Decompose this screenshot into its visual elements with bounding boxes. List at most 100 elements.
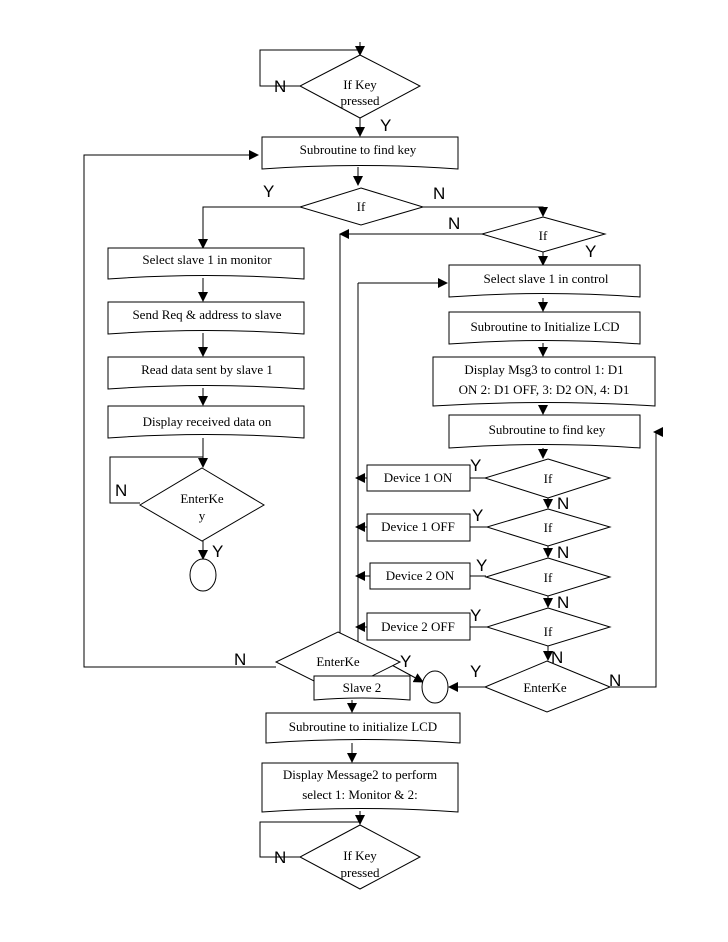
no-label: N	[448, 214, 460, 233]
process-box	[448, 311, 641, 345]
process-box	[432, 356, 656, 407]
connector-line	[198, 206, 300, 249]
decision-diamond	[485, 607, 612, 647]
process-text: Subroutine to find key	[489, 422, 606, 437]
decision-diamond	[480, 216, 607, 253]
yes-label: Y	[400, 652, 411, 671]
process-box	[448, 414, 641, 449]
top-decision: If Key pressed	[298, 54, 422, 119]
no-label: N	[274, 848, 286, 867]
process-text: select 1: Monitor & 2:	[302, 787, 418, 802]
process-box	[107, 405, 305, 439]
device-text: Device 2 OFF	[381, 619, 455, 634]
no-label: N	[433, 184, 445, 203]
device-box	[366, 612, 471, 641]
decision-text: EnterKe	[523, 680, 567, 695]
decision-text: If	[544, 624, 553, 639]
yes-label: Y	[470, 662, 481, 681]
yes-label: Y	[472, 506, 483, 525]
process-text: Subroutine to initialize LCD	[289, 719, 437, 734]
process-text: Display Msg3 to control 1: D1	[464, 362, 623, 377]
process-box	[107, 356, 305, 390]
decision-text: If	[544, 570, 553, 585]
no-label: N	[557, 494, 569, 513]
decision-text: If	[544, 520, 553, 535]
process-box	[313, 675, 411, 701]
connector-line	[259, 49, 360, 87]
device-box	[366, 464, 471, 492]
connector-line	[387, 662, 424, 683]
yes-label: Y	[470, 606, 481, 625]
process-text: Read data sent by slave 1	[141, 362, 273, 377]
no-label: N	[234, 650, 246, 669]
process-text: Select slave 1 in control	[484, 271, 609, 286]
device-text: Device 2 ON	[386, 568, 455, 583]
no-label: N	[609, 671, 621, 690]
process-box	[448, 264, 641, 298]
decision-diamond	[483, 458, 612, 499]
decision-diamond	[484, 557, 612, 597]
connector-line	[109, 456, 203, 504]
connector-circle	[421, 670, 449, 704]
yes-label: Y	[585, 242, 596, 261]
no-label: N	[274, 77, 286, 96]
process-box	[261, 762, 459, 813]
decision-diamond	[139, 467, 265, 542]
decision-text: y	[199, 508, 206, 523]
process-text: Display Message2 to perform	[283, 767, 437, 782]
no-label: N	[557, 543, 569, 562]
decision-text: EnterKe	[180, 491, 224, 506]
decision-text: If	[357, 199, 366, 214]
decision-text: If Key	[343, 848, 377, 863]
branch-labels: N Y Y N N Y N Y Y N Y N Y N Y N Y N N Y …	[115, 77, 621, 867]
yes-label: Y	[380, 116, 391, 135]
connector-line	[423, 206, 548, 217]
no-label: N	[115, 481, 127, 500]
process-box	[107, 301, 305, 335]
connector-line	[83, 150, 276, 668]
decision-diamond	[298, 187, 425, 226]
yes-label: Y	[212, 542, 223, 561]
process-text: Slave 2	[343, 680, 382, 695]
decision-diamond	[298, 54, 422, 119]
process-text: Select slave 1 in monitor	[142, 252, 272, 267]
process-box	[107, 247, 305, 280]
connectors	[83, 42, 663, 858]
yes-label: Y	[263, 182, 274, 201]
right-decision: If	[480, 216, 607, 253]
decision-diamond	[298, 824, 422, 890]
device-text: Device 1 OFF	[381, 519, 455, 534]
decision-diamond	[483, 660, 612, 713]
main-decision: If	[298, 187, 425, 226]
decision-diamond	[485, 508, 612, 547]
device-box	[366, 513, 471, 542]
process-text: Display received data on	[143, 414, 272, 429]
control-branch: Select slave 1 in control Subroutine to …	[366, 264, 656, 713]
no-label: N	[557, 593, 569, 612]
find-key-process: Subroutine to find key	[261, 136, 459, 170]
yes-label: Y	[470, 456, 481, 475]
process-text: Subroutine to find key	[300, 142, 417, 157]
decision-text: pressed	[341, 93, 380, 108]
process-box	[261, 136, 459, 170]
process-text: ON 2: D1 OFF, 3: D2 ON, 4: D1	[459, 382, 630, 397]
process-text: Send Req & address to slave	[132, 307, 281, 322]
slave-two-section: EnterKe Slave 2 Subroutine to initialize…	[261, 631, 461, 813]
decision-text: pressed	[341, 865, 380, 880]
connector-line	[610, 431, 660, 688]
decision-text: If Key	[343, 77, 377, 92]
decision-text: If	[539, 228, 548, 243]
decision-text: EnterKe	[316, 654, 360, 669]
device-text: Device 1 ON	[384, 470, 453, 485]
yes-label: Y	[476, 556, 487, 575]
device-box	[369, 562, 471, 590]
connector-line	[259, 821, 360, 858]
process-box	[265, 712, 461, 744]
decision-text: If	[544, 471, 553, 486]
monitor-branch: Select slave 1 in monitor Send Req & add…	[107, 247, 305, 592]
bottom-decision: If Key pressed	[298, 824, 422, 890]
connector-circle	[189, 558, 217, 592]
process-text: Subroutine to Initialize LCD	[470, 319, 619, 334]
no-label: N	[551, 648, 563, 667]
